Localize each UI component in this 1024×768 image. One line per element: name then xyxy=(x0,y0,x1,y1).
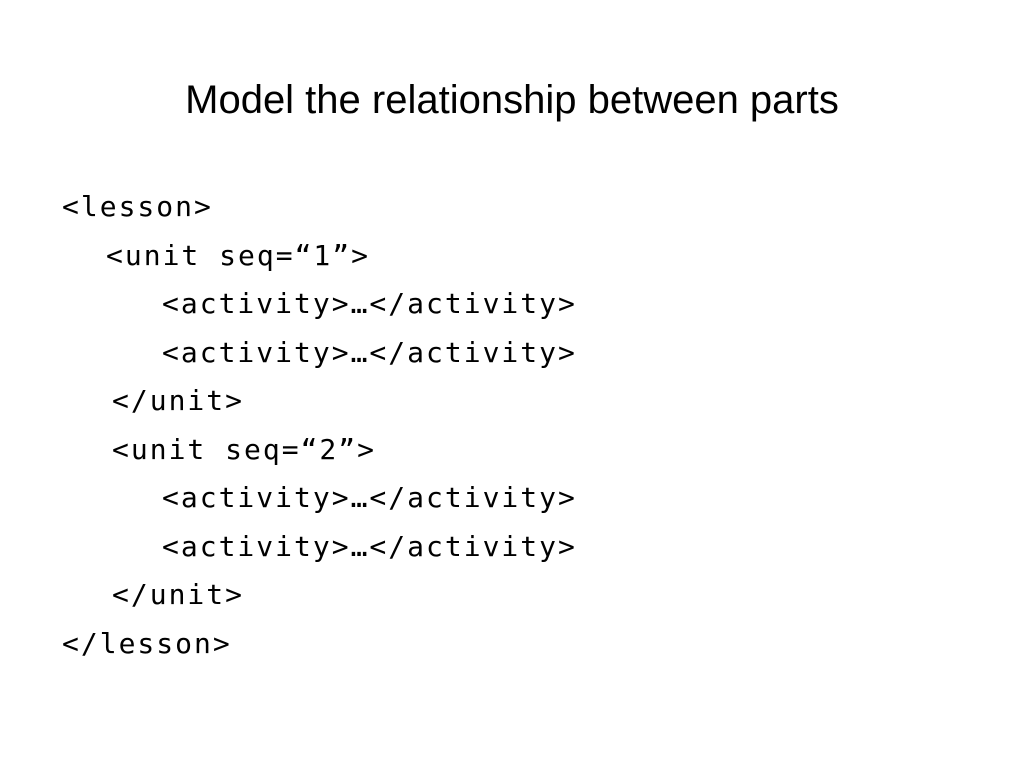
code-block: <lesson> <unit seq=“1”> <activity>…</act… xyxy=(62,183,962,668)
code-line-unit-2-open: <unit seq=“2”> xyxy=(112,432,377,466)
code-line-unit-1-open: <unit seq=“1”> xyxy=(106,238,371,272)
slide-title: Model the relationship between parts xyxy=(185,78,839,122)
code-line-unit-1-close: </unit> xyxy=(112,384,245,417)
code-line-lesson-close: </lesson> xyxy=(62,626,232,660)
code-line-activity: <activity>…</activity> xyxy=(162,335,577,369)
code-line-activity: <activity>…</activity> xyxy=(162,287,577,320)
code-line-lesson-open: <lesson> xyxy=(62,190,213,223)
code-line-unit-2-close: </unit> xyxy=(112,578,245,611)
code-line-activity: <activity>…</activity> xyxy=(162,529,577,563)
code-line-activity: <activity>…</activity> xyxy=(162,481,577,514)
